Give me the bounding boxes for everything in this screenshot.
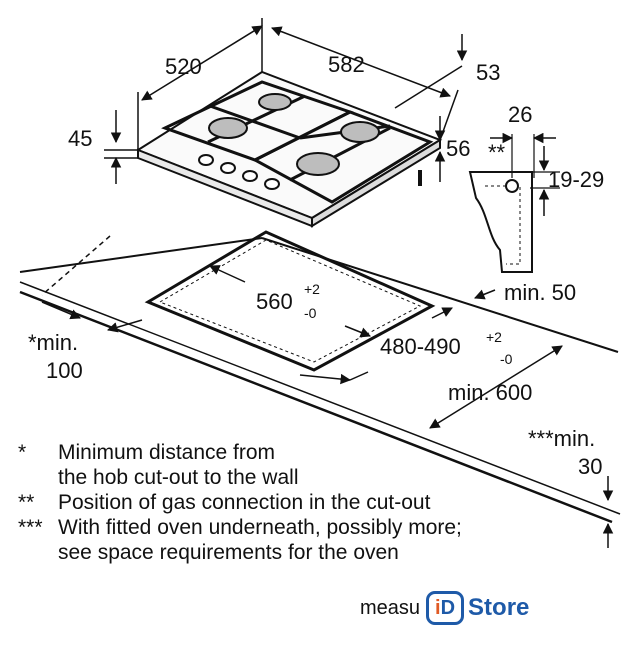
footnote-text: Minimum distance from the hob cut-out to…	[58, 440, 618, 490]
knob-icon	[198, 154, 214, 166]
hob-dimension-lines	[104, 18, 468, 184]
footnote-mark: ***	[18, 516, 43, 539]
min-50-label: min. 50	[504, 280, 576, 305]
footer-text: measu	[360, 596, 421, 619]
burner-front-right	[296, 152, 340, 176]
cutout-outline	[144, 230, 436, 372]
oven-min-value: 30	[578, 454, 602, 479]
burner-rear-left	[258, 93, 292, 111]
burners	[208, 93, 380, 176]
min-600-label: min. 600	[448, 380, 532, 405]
knob-icon	[264, 178, 280, 190]
cutout-dimension-lines	[41, 235, 614, 548]
cutout-width-tol-plus: +2	[304, 281, 320, 297]
logo-letter-d: D	[440, 596, 456, 619]
cutout-width-label: 560	[256, 289, 293, 314]
knob-icon	[220, 162, 236, 174]
dim-45: 45	[68, 126, 92, 151]
logo-store-text: Store	[468, 594, 530, 621]
cutout-width-tol-minus: -0	[304, 305, 317, 321]
footnote-line: Minimum distance from	[58, 441, 276, 464]
dim-520: 520	[165, 54, 202, 79]
dim-53: 53	[476, 60, 500, 85]
cutout-depth-tol-plus: +2	[486, 329, 502, 345]
dim-56: 56	[446, 136, 470, 161]
gas-marker: **	[488, 140, 506, 165]
wall-min-label: *min.	[28, 330, 78, 355]
knob-icon	[242, 170, 258, 182]
oven-min-label: ***min.	[528, 426, 595, 451]
footnote-text: Position of gas connection in the cut-ou…	[58, 491, 431, 514]
hob-drawing	[135, 70, 443, 228]
burner-front-left	[208, 117, 248, 139]
dim-19-29: 19-29	[548, 167, 604, 192]
footnote-line: see space requirements for the oven	[58, 541, 399, 564]
footnote-1: * Minimum distance from the hob cut-out …	[18, 440, 618, 490]
footnote-line: With fitted oven underneath, possibly mo…	[58, 516, 462, 539]
logo-letter-i: i	[435, 596, 441, 619]
hob-side-edge	[311, 138, 441, 228]
dim-582: 582	[328, 52, 365, 77]
footnote-2: ** Position of gas connection in the cut…	[18, 490, 618, 515]
cutout-depth-tol-minus: -0	[500, 351, 513, 367]
cutout	[144, 230, 436, 372]
dim-26: 26	[508, 102, 532, 127]
hob-top-plate	[135, 70, 443, 220]
footnotes: * Minimum distance from the hob cut-out …	[18, 440, 618, 565]
control-knobs	[198, 154, 280, 190]
burner-rear-right	[340, 121, 380, 143]
gas-connection-detail	[468, 132, 560, 273]
cutout-depth-label: 480-490	[380, 334, 461, 359]
footnote-3: *** With fitted oven underneath, possibl…	[18, 515, 618, 565]
footnote-line: the hob cut-out to the wall	[58, 466, 299, 489]
footnote-mark: *	[18, 441, 27, 464]
gas-connection-icon	[505, 179, 519, 193]
footnote-text: With fitted oven underneath, possibly mo…	[58, 515, 618, 565]
pan-support-right	[251, 110, 434, 204]
wall-min-value: 100	[46, 358, 83, 383]
footnote-mark: **	[18, 491, 35, 514]
